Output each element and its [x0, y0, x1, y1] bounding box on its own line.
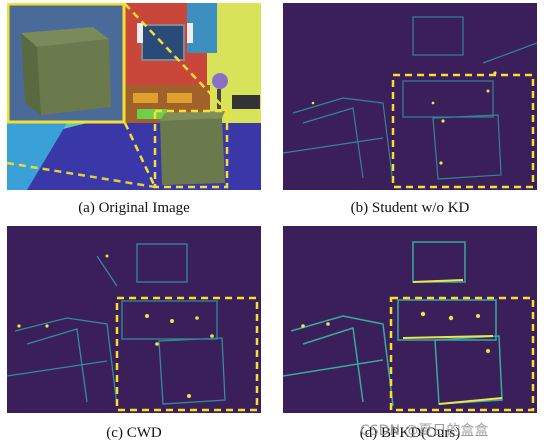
- cwd-heatmap-panel: [7, 226, 261, 413]
- csdn-watermark: CSDN @夏日的盒盒: [360, 423, 489, 439]
- original-image-panel: [7, 3, 261, 190]
- panel-caption-c: (c) CWD: [106, 425, 162, 441]
- student-heatmap-panel: [283, 3, 537, 190]
- bpkd-heatmap-panel: [283, 226, 537, 413]
- panel-caption-a: (a) Original Image: [78, 200, 190, 216]
- panel-caption-b: (b) Student w/o KD: [350, 200, 470, 216]
- panel-caption-d: (d) BPKD(Ours): [359, 425, 461, 441]
